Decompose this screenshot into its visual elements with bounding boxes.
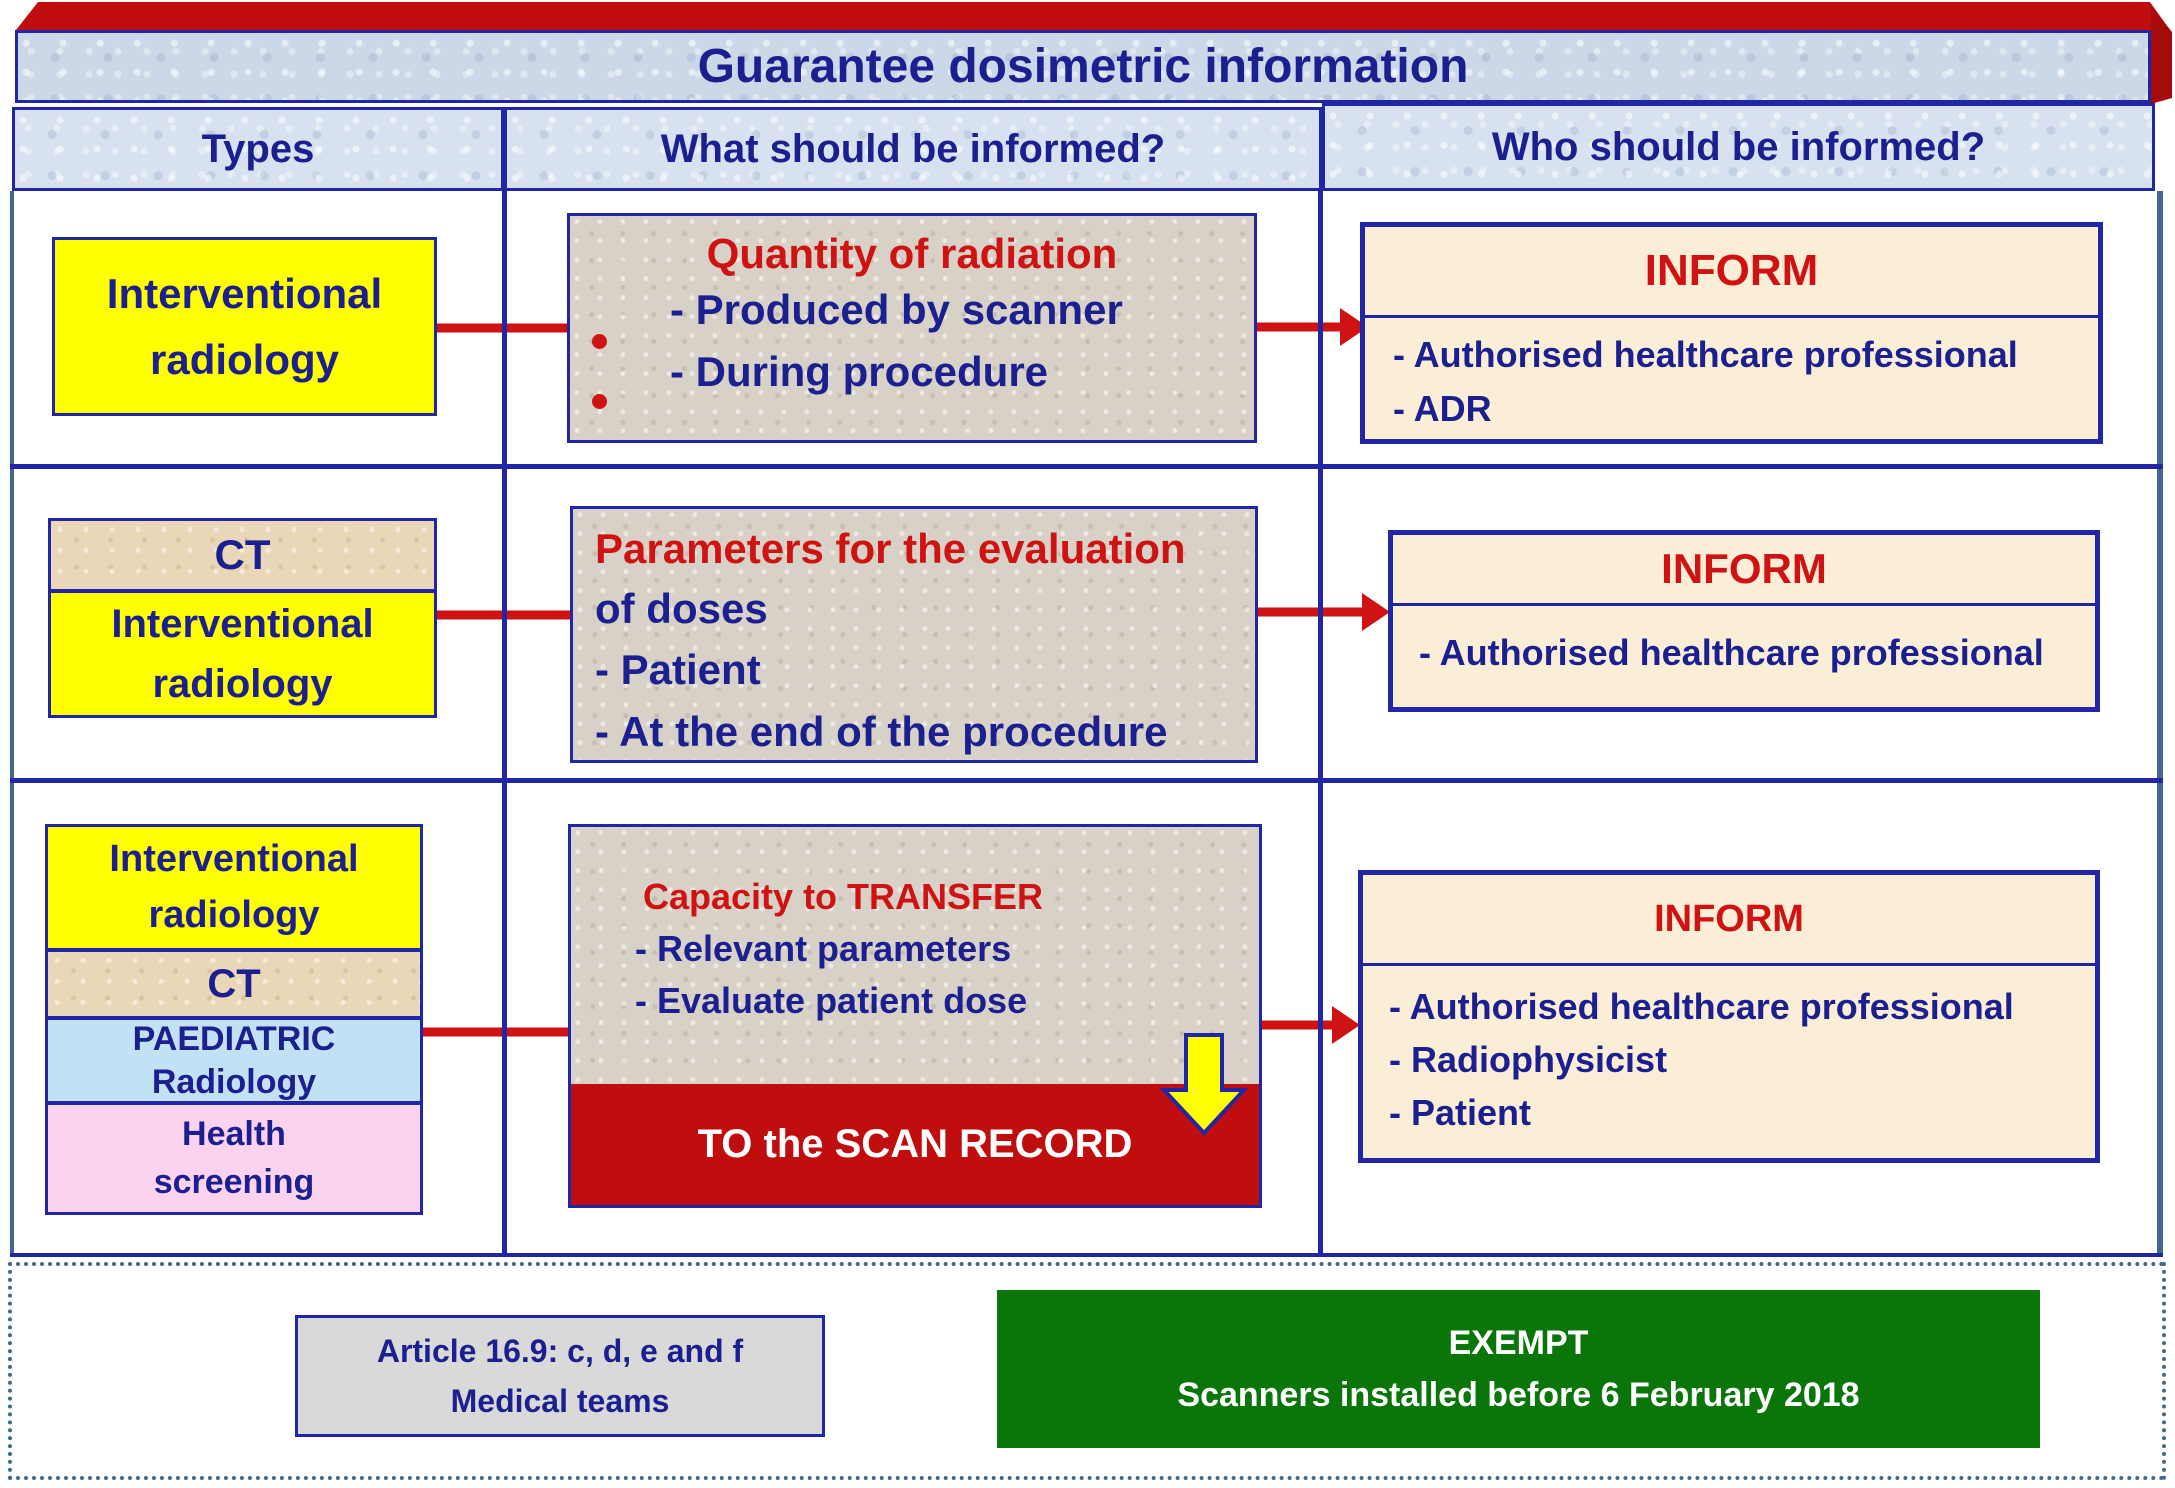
row1-who-item1: - Authorised healthcare professional: [1393, 334, 2018, 375]
row1-what-box: Quantity of radiation - Produced by scan…: [567, 213, 1257, 443]
row3-who-item3: - Patient: [1389, 1092, 1532, 1133]
column-header-who-label: Who should be informed?: [1491, 124, 1986, 169]
row3-what-item1: - Relevant parameters: [635, 928, 1012, 969]
row2-type-interventional-radiology: Interventional radiology: [48, 590, 437, 718]
row3-who-box: INFORM - Authorised healthcare professio…: [1358, 870, 2100, 1163]
row2-inform-title: INFORM: [1661, 545, 1827, 592]
row1-inform-title: INFORM: [1644, 246, 1819, 295]
page-title-box: Guarantee dosimetric information: [15, 30, 2151, 103]
row3-inform-divider: [1363, 963, 2095, 966]
row3-what-box: Capacity to TRANSFER - Relevant paramete…: [568, 824, 1262, 1208]
table-border-right: [2157, 191, 2163, 1257]
row2-type1-label: CT: [214, 531, 271, 578]
article-line2: Medical teams: [450, 1383, 670, 1419]
column-divider-2: [1318, 191, 1323, 1253]
row3-type-paediatric-radiology: PAEDIATRIC Radiology: [45, 1017, 423, 1104]
row1-inform-divider: [1365, 315, 2098, 318]
column-header-types: Types: [12, 107, 504, 191]
row1-type-interventional-radiology: Interventional radiology: [52, 237, 437, 416]
row1-what-item2: - During procedure: [670, 348, 1049, 395]
column-header-what: What should be informed?: [504, 107, 1322, 191]
row2-what-box: Parameters for the evaluation of doses -…: [570, 506, 1258, 763]
row3-type4-label: Health screening: [153, 1114, 315, 1201]
row2-type-ct: CT: [48, 518, 437, 592]
exempt-line2: Scanners installed before 6 February 201…: [1177, 1376, 1860, 1414]
row2-who-box: INFORM - Authorised healthcare professio…: [1388, 530, 2100, 712]
row2-who-item1: - Authorised healthcare professional: [1419, 632, 2044, 673]
row2-what-title: Parameters for the evaluation: [595, 525, 1186, 572]
row2-what-subtitle: of doses: [595, 585, 768, 632]
row2-arrow-icon: [1362, 593, 1390, 631]
bullet-dot-icon: [592, 394, 607, 409]
row3-what-title: Capacity to TRANSFER: [643, 876, 1044, 917]
column-header-types-label: Types: [201, 126, 315, 171]
row1-who-item2: - ADR: [1393, 388, 1492, 429]
exempt-line1: EXEMPT: [1448, 1324, 1589, 1362]
red-slab-top: [16, 2, 2170, 30]
row2-inform-divider: [1393, 603, 2095, 606]
row1-what-item1: - Produced by scanner: [670, 286, 1123, 333]
row3-who-item2: - Radiophysicist: [1389, 1039, 1668, 1080]
article-line1: Article 16.9: c, d, e and f: [376, 1333, 744, 1369]
row3-who-item1: - Authorised healthcare professional: [1389, 986, 2014, 1027]
row2-what-item2: - At the end of the procedure: [595, 708, 1168, 755]
row3-type-health-screening: Health screening: [45, 1102, 423, 1215]
row3-what-item2: - Evaluate patient dose: [635, 980, 1028, 1021]
row3-banner-label: TO the SCAN RECORD: [697, 1122, 1133, 1166]
exempt-box: EXEMPT Scanners installed before 6 Febru…: [997, 1290, 2040, 1448]
table-border-bottom: [10, 1253, 2163, 1257]
footer-dotted-frame: [8, 1262, 2166, 1480]
table-border-left: [10, 191, 14, 1257]
row1-who-box: INFORM - Authorised healthcare professio…: [1360, 222, 2103, 444]
row2-what-item1: - Patient: [595, 646, 761, 693]
row-divider-2: [10, 778, 2163, 783]
article-box: Article 16.9: c, d, e and f Medical team…: [295, 1315, 825, 1437]
column-divider-1: [502, 191, 507, 1253]
row3-inform-title: INFORM: [1654, 897, 1804, 940]
row1-type1-label: Interventional radiology: [106, 270, 383, 383]
bullet-dot-icon: [592, 334, 607, 349]
row3-scan-record-banner: TO the SCAN RECORD: [571, 1084, 1259, 1205]
column-header-what-label: What should be informed?: [660, 126, 1166, 171]
row3-type2-label: CT: [207, 961, 261, 1006]
row3-type1-label: Interventional radiology: [109, 838, 359, 936]
row3-type-interventional-radiology: Interventional radiology: [45, 824, 423, 951]
row-divider-1: [10, 464, 2163, 469]
row3-type3-label: PAEDIATRIC Radiology: [132, 1020, 336, 1101]
row1-what-title: Quantity of radiation: [706, 230, 1118, 277]
row3-what-transfer-section: Capacity to TRANSFER - Relevant paramete…: [571, 827, 1259, 1084]
column-header-who: Who should be informed?: [1322, 103, 2155, 191]
red-slab-right-bevel: [2151, 6, 2172, 104]
row3-type-ct: CT: [45, 949, 423, 1019]
row1-arrow-icon: [1340, 308, 1368, 346]
row2-type2-label: Interventional radiology: [111, 602, 374, 706]
page-title: Guarantee dosimetric information: [697, 40, 1469, 93]
row3-arrow-icon: [1332, 1006, 1360, 1044]
